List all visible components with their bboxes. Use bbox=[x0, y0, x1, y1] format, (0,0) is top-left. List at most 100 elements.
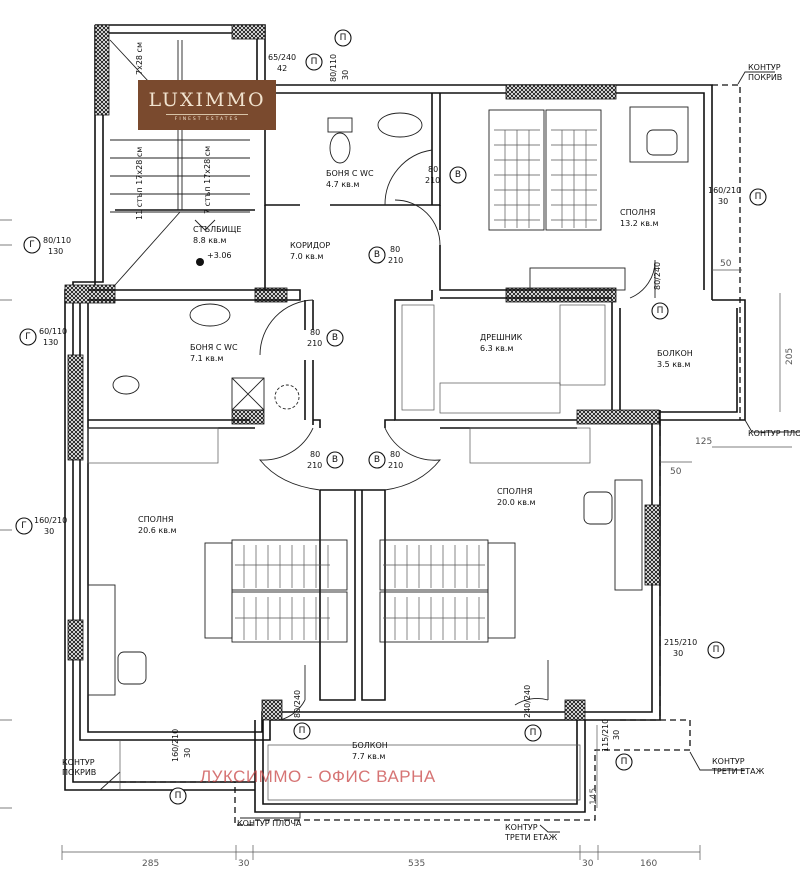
dimension-label: 50 bbox=[720, 259, 732, 269]
svg-text:Г: Г bbox=[25, 332, 31, 342]
svg-text:П: П bbox=[755, 192, 762, 202]
room-area: 7.0 кв.м bbox=[290, 252, 323, 261]
room-name: СТЪЛБИЩЕ bbox=[193, 225, 241, 234]
dimension-label: 30 bbox=[582, 859, 594, 869]
room-area: 20.0 кв.м bbox=[497, 498, 535, 507]
luximmo-logo: LUXIMMO FINEST ESTATES bbox=[138, 80, 276, 130]
svg-text:160/210: 160/210 bbox=[171, 729, 180, 762]
wardrobe-icon bbox=[559, 304, 606, 386]
room-area: 13.2 кв.м bbox=[620, 219, 658, 228]
window-tag: Г 60/110 130 bbox=[19, 327, 67, 347]
svg-text:80/240: 80/240 bbox=[293, 690, 302, 718]
room-name: БОЛКОН bbox=[657, 349, 693, 358]
svg-text:210: 210 bbox=[388, 256, 403, 265]
bed-icon bbox=[379, 539, 516, 643]
dimension-label: 145 bbox=[589, 788, 599, 805]
room-name: БОНЯ С WC bbox=[190, 343, 238, 352]
door-tag: 80 210 В bbox=[425, 165, 467, 185]
svg-text:80/110: 80/110 bbox=[329, 54, 338, 82]
svg-text:130: 130 bbox=[43, 338, 58, 347]
svg-text:210: 210 bbox=[388, 461, 403, 470]
svg-text:П: П bbox=[530, 728, 537, 738]
bed-icon bbox=[545, 109, 602, 231]
room-name: ДРЕШНИК bbox=[480, 333, 523, 342]
svg-text:80: 80 bbox=[310, 328, 320, 337]
door-swings bbox=[259, 149, 656, 721]
svg-text:В: В bbox=[332, 455, 338, 465]
svg-text:215/210: 215/210 bbox=[664, 638, 697, 647]
sink-icon bbox=[377, 112, 423, 138]
svg-text:60/110: 60/110 bbox=[39, 327, 67, 336]
svg-text:В: В bbox=[332, 333, 338, 343]
room-name: СПОЛНЯ bbox=[138, 515, 174, 524]
contour-slab-label: КОНТУР ПЛОЧА bbox=[748, 429, 800, 438]
svg-text:210: 210 bbox=[307, 461, 322, 470]
chair-icon bbox=[646, 129, 678, 156]
level-label: +3.06 bbox=[207, 251, 232, 260]
room-name: СПОЛНЯ bbox=[497, 487, 533, 496]
dimension-label: 205 bbox=[785, 348, 795, 365]
svg-text:80: 80 bbox=[428, 165, 438, 174]
svg-text:42: 42 bbox=[277, 64, 287, 73]
svg-text:80/110: 80/110 bbox=[43, 236, 71, 245]
contour-labels: КОНТУР ПОКРИВ КОНТУР ПЛОЧА КОНТУР ПЛОЧА … bbox=[62, 63, 800, 842]
toilet-icon bbox=[329, 132, 351, 164]
svg-text:240/240: 240/240 bbox=[523, 685, 532, 718]
svg-text:130: 130 bbox=[48, 247, 63, 256]
contour-lines bbox=[99, 71, 800, 833]
svg-text:210: 210 bbox=[425, 176, 440, 185]
wardrobe-icon bbox=[401, 304, 435, 411]
dimension-lines: 285 30 535 30 160 50 205 125 50 145 bbox=[0, 219, 795, 869]
contour-slab-label: КОНТУР ПЛОЧА bbox=[237, 819, 302, 828]
svg-text:Г: Г bbox=[21, 521, 27, 531]
toilet-icon bbox=[112, 375, 140, 395]
contour-roof-label: КОНТУР bbox=[748, 63, 781, 72]
room-area: 20.6 кв.м bbox=[138, 526, 176, 535]
svg-text:30: 30 bbox=[718, 197, 728, 206]
svg-text:В: В bbox=[455, 170, 461, 180]
svg-text:30: 30 bbox=[183, 748, 192, 758]
stair-label-2: 7 стъп 17x28 см bbox=[203, 146, 212, 214]
svg-text:115/210: 115/210 bbox=[601, 719, 610, 752]
svg-text:80/240: 80/240 bbox=[653, 262, 662, 290]
fixtures bbox=[87, 106, 689, 696]
watermark: ЛУКСИММО - ОФИС ВАРНА bbox=[200, 767, 436, 786]
room-area: 7.1 кв.м bbox=[190, 354, 223, 363]
contour-third-floor-label: ТРЕТИ ЕТАЖ bbox=[504, 833, 558, 842]
chair-icon bbox=[117, 651, 147, 685]
svg-text:В: В bbox=[374, 250, 380, 260]
wardrobe-icon bbox=[469, 427, 591, 464]
svg-text:П: П bbox=[657, 306, 664, 316]
svg-text:В: В bbox=[374, 455, 380, 465]
logo-name: LUXIMMO bbox=[148, 89, 266, 111]
contour-roof-label: ПОКРИВ bbox=[748, 73, 782, 82]
room-area: 8.8 кв.м bbox=[193, 236, 226, 245]
room-name: БОНЯ С WC bbox=[326, 169, 374, 178]
svg-text:П: П bbox=[621, 757, 628, 767]
dimension-label: 285 bbox=[142, 859, 159, 869]
desk-icon bbox=[614, 479, 643, 591]
svg-text:30: 30 bbox=[612, 730, 621, 740]
svg-text:П: П bbox=[175, 791, 182, 801]
svg-text:160/210: 160/210 bbox=[34, 516, 67, 525]
dimension-label: 50 bbox=[670, 467, 682, 477]
room-name: БОЛКОН bbox=[352, 741, 388, 750]
contour-roof-label: КОНТУР bbox=[62, 758, 95, 767]
dimension-label: 160 bbox=[640, 859, 657, 869]
contour-third-floor-label: КОНТУР bbox=[505, 823, 538, 832]
staircase: 11 стъп 17x28 см 7 стъп 17x28 см 7x28 см… bbox=[109, 39, 250, 286]
dimension-label: 535 bbox=[408, 859, 425, 869]
wardrobe-icon bbox=[87, 427, 219, 464]
